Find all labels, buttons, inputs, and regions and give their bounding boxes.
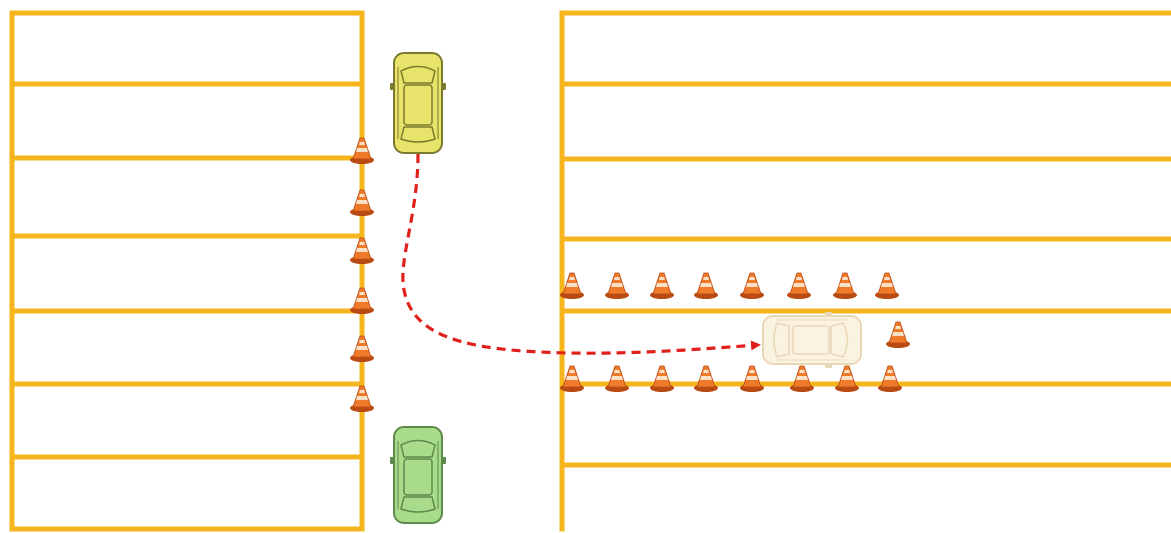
cone-stripe bbox=[796, 277, 802, 280]
cone-stripe bbox=[569, 370, 575, 373]
cones-layer bbox=[350, 137, 910, 412]
traffic-cone-icon bbox=[694, 272, 718, 299]
cone-stripe bbox=[656, 376, 668, 380]
cone-stripe bbox=[614, 277, 620, 280]
traffic-cone-icon bbox=[886, 321, 910, 348]
cone-stripe bbox=[746, 376, 758, 380]
cone-stripe bbox=[884, 376, 896, 380]
cone-stripe bbox=[356, 396, 368, 400]
side-mirror bbox=[442, 457, 446, 464]
cone-stripe bbox=[749, 277, 755, 280]
cone-stripe bbox=[359, 242, 365, 245]
cone-stripe bbox=[356, 298, 368, 302]
windshield bbox=[830, 322, 849, 358]
cone-stripe bbox=[656, 283, 668, 287]
side-mirror bbox=[390, 83, 394, 90]
traffic-cone-icon bbox=[790, 365, 814, 392]
side-mirror bbox=[825, 364, 832, 368]
cars-layer bbox=[390, 52, 862, 524]
cone-stripe bbox=[359, 142, 365, 145]
cone-stripe bbox=[700, 376, 712, 380]
dashed-path-arrow bbox=[401, 153, 761, 355]
traffic-cone-icon bbox=[350, 237, 374, 264]
parking-lot-lines bbox=[9, 10, 1171, 532]
traffic-cone-icon bbox=[350, 385, 374, 412]
moving-car-icon bbox=[390, 52, 446, 154]
cone-stripe bbox=[887, 370, 893, 373]
traffic-cone-icon bbox=[605, 365, 629, 392]
traffic-cone-icon bbox=[350, 335, 374, 362]
cone-stripe bbox=[793, 283, 805, 287]
car-body bbox=[393, 52, 443, 154]
traffic-cone-icon bbox=[605, 272, 629, 299]
traffic-cone-icon bbox=[350, 287, 374, 314]
cone-stripe bbox=[884, 277, 890, 280]
cone-stripe bbox=[611, 376, 623, 380]
cone-stripe bbox=[844, 370, 850, 373]
traffic-cone-icon bbox=[560, 272, 584, 299]
car-roof bbox=[403, 84, 433, 126]
cone-stripe bbox=[569, 277, 575, 280]
windshield bbox=[400, 439, 436, 458]
traffic-cone-icon bbox=[740, 365, 764, 392]
cone-stripe bbox=[895, 326, 901, 329]
traffic-cone-icon bbox=[350, 189, 374, 216]
traffic-cone-icon bbox=[787, 272, 811, 299]
traffic-cone-icon bbox=[835, 365, 859, 392]
side-mirror bbox=[825, 312, 832, 316]
cone-stripe bbox=[703, 277, 709, 280]
traffic-cone-icon bbox=[878, 365, 902, 392]
traffic-cone-icon bbox=[350, 137, 374, 164]
cone-stripe bbox=[700, 283, 712, 287]
car-body bbox=[762, 315, 862, 365]
cone-stripe bbox=[839, 283, 851, 287]
cone-stripe bbox=[841, 376, 853, 380]
cone-stripe bbox=[881, 283, 893, 287]
traffic-cone-icon bbox=[740, 272, 764, 299]
rear-window bbox=[773, 322, 790, 358]
cone-stripe bbox=[749, 370, 755, 373]
side-mirror bbox=[390, 457, 394, 464]
cone-stripe bbox=[796, 376, 808, 380]
traffic-cone-icon bbox=[833, 272, 857, 299]
rear-window bbox=[400, 126, 436, 143]
cone-stripe bbox=[566, 283, 578, 287]
cone-stripe bbox=[356, 148, 368, 152]
traffic-cone-icon bbox=[694, 365, 718, 392]
cone-stripe bbox=[842, 277, 848, 280]
cone-stripe bbox=[703, 370, 709, 373]
cone-stripe bbox=[359, 194, 365, 197]
cone-stripe bbox=[892, 332, 904, 336]
cone-stripe bbox=[356, 248, 368, 252]
cone-stripe bbox=[359, 390, 365, 393]
car-body bbox=[393, 426, 443, 524]
cone-stripe bbox=[356, 200, 368, 204]
traffic-cone-icon bbox=[650, 365, 674, 392]
cone-stripe bbox=[566, 376, 578, 380]
cone-stripe bbox=[356, 346, 368, 350]
cone-stripe bbox=[614, 370, 620, 373]
path-layer bbox=[401, 153, 761, 355]
cone-stripe bbox=[659, 277, 665, 280]
traffic-cone-icon bbox=[875, 272, 899, 299]
cone-stripe bbox=[799, 370, 805, 373]
target-ghost-car-icon bbox=[762, 312, 862, 368]
traffic-cone-icon bbox=[560, 365, 584, 392]
cone-stripe bbox=[659, 370, 665, 373]
side-mirror bbox=[442, 83, 446, 90]
cone-stripe bbox=[746, 283, 758, 287]
windshield bbox=[400, 65, 436, 84]
parked-car-icon bbox=[390, 426, 446, 524]
car-roof bbox=[792, 325, 830, 355]
cone-stripe bbox=[359, 340, 365, 343]
traffic-cone-icon bbox=[650, 272, 674, 299]
cone-stripe bbox=[611, 283, 623, 287]
cone-stripe bbox=[359, 292, 365, 295]
car-roof bbox=[403, 458, 433, 496]
rear-window bbox=[400, 496, 436, 513]
